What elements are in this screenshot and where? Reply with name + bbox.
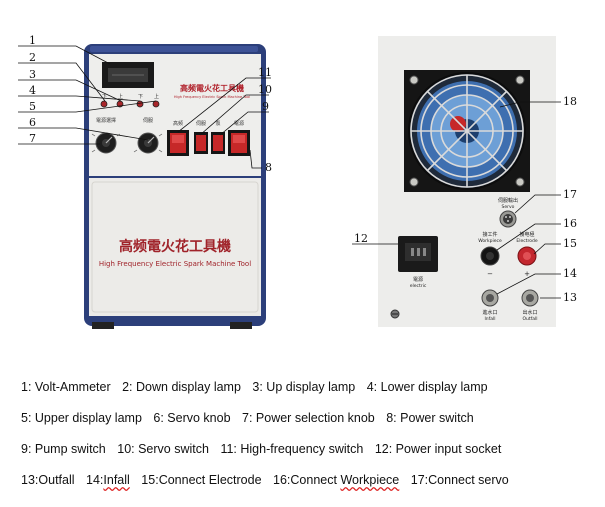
legend-item: 8: Power switch	[386, 411, 474, 425]
fan-screw-br	[516, 178, 524, 186]
callout-5: 5	[29, 100, 36, 113]
callout-17: 17	[563, 188, 577, 201]
legend-item: 2: Down display lamp	[122, 380, 241, 394]
minus-sign: −	[487, 270, 493, 278]
callout-10: 10	[258, 83, 272, 96]
callout-12: 12	[354, 232, 368, 245]
legend-row: 9: Pump switch 10: Servo switch 11: High…	[21, 434, 601, 465]
fan-screw-tr	[516, 76, 524, 84]
big-title-en: High Frequency Electric Spark Machine To…	[99, 260, 251, 268]
foot-right	[230, 322, 252, 329]
callout-15: 15	[563, 237, 577, 250]
callout-14: 14	[563, 267, 577, 280]
rear-view: 伺服輸出 Servo 電源 electric 接工件 Workpiece 接电極…	[378, 36, 556, 327]
legend-item: 9: Pump switch	[21, 442, 106, 456]
legend-item: 17:Connect servo	[411, 473, 509, 487]
lower-display-lamp	[137, 101, 143, 107]
parts-legend: 1: Volt-Ammeter 2: Down display lamp 3: …	[21, 372, 601, 496]
knob-label-servo: 伺服	[143, 117, 153, 124]
switch-label-power: 電源	[234, 120, 244, 127]
cabinet-top-handle	[90, 46, 258, 52]
callout-4: 4	[29, 84, 36, 97]
fan-screw-bl	[410, 178, 418, 186]
legend-item: 5: Upper display lamp	[21, 411, 142, 425]
electric-label-cn: 電源	[413, 276, 423, 283]
legend-item: 15:Connect Electrode	[141, 473, 261, 487]
servo-label-cn: 伺服輸出	[498, 197, 518, 204]
down-display-lamp	[101, 101, 107, 107]
outfall-label-en: Outfall	[522, 316, 537, 322]
lamp-label-lower: 下	[138, 94, 143, 100]
legend-item: 14:Infall	[86, 473, 130, 487]
legend-row: 13:Outfall 14:Infall 15:Connect Electrod…	[21, 465, 601, 496]
callout-2: 2	[29, 51, 36, 64]
legend-item: 4: Lower display lamp	[367, 380, 488, 394]
legend-row: 1: Volt-Ammeter 2: Down display lamp 3: …	[21, 372, 601, 403]
infall-label-en: Infall	[484, 316, 495, 322]
callout-11: 11	[258, 66, 272, 79]
workpiece-label-en: Workpiece	[478, 238, 502, 244]
lamp-label-upper: 上	[154, 93, 159, 100]
electrode-label-cn: 接电極	[519, 231, 534, 238]
lamp-label-down: 下	[102, 94, 107, 100]
electrode-label-en: Electrode	[516, 238, 537, 244]
big-title-cn: 高频電火花工具機	[119, 238, 231, 255]
electric-label-en: electric	[410, 283, 427, 289]
outfall-label-cn: 出水口	[522, 309, 537, 316]
foot-left	[92, 322, 114, 329]
callout-3: 3	[29, 68, 36, 81]
callout-6: 6	[29, 116, 36, 129]
upper-display-lamp	[153, 101, 159, 107]
callout-7: 7	[29, 132, 36, 145]
knob-label-power: 電源選擇	[96, 117, 116, 124]
legend-item: 16:Connect Workpiece	[273, 473, 399, 487]
servo-label-en: Servo	[502, 204, 515, 210]
fan-screw-tl	[410, 76, 418, 84]
callout-18: 18	[563, 95, 577, 108]
infall-label-cn: 進水口	[482, 309, 497, 316]
switch-label-hf: 高频	[173, 120, 183, 127]
legend-row: 5: Upper display lamp 6: Servo knob 7: P…	[21, 403, 601, 434]
legend-item: 13:Outfall	[21, 473, 75, 487]
legend-item: 1: Volt-Ammeter	[21, 380, 111, 394]
callout-8: 8	[265, 161, 272, 174]
legend-item: 12: Power input socket	[375, 442, 501, 456]
switch-label-pump: 泵	[215, 121, 220, 127]
callout-13: 13	[563, 291, 577, 304]
cooling-fan	[404, 70, 530, 192]
callout-1: 1	[29, 34, 36, 47]
legend-item: 7: Power selection knob	[242, 411, 375, 425]
workpiece-label-cn: 接工件	[482, 231, 497, 238]
small-title-cn: 高频電火花工具機	[180, 83, 244, 93]
switch-label-servo: 伺服	[196, 120, 206, 127]
front-view: 高频電火花工具機 High Frequency Electric Spark M…	[84, 44, 266, 329]
callout-9: 9	[262, 100, 269, 113]
legend-item: 6: Servo knob	[153, 411, 230, 425]
legend-item: 3: Up display lamp	[252, 380, 355, 394]
small-title-en: High Frequency Electric Spark Machine To…	[174, 95, 250, 99]
legend-item: 10: Servo switch	[117, 442, 209, 456]
callout-16: 16	[563, 217, 577, 230]
legend-item: 11: High-frequency switch	[220, 442, 363, 456]
machine-diagram: 高频電火花工具機 High Frequency Electric Spark M…	[0, 0, 605, 340]
